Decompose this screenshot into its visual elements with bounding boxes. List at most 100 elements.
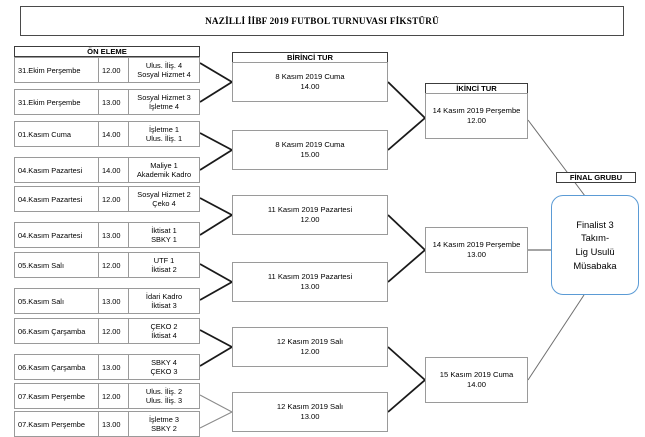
first-round-match-box[interactable]: 11 Kasım 2019 Pazartesi 13.00: [232, 262, 388, 302]
match-date: 14 Kasım 2019 Perşembe: [432, 239, 521, 249]
final-group-box[interactable]: Finalist 3 Takım- Lig Usulü Müsabaka: [551, 195, 639, 295]
match-time: 13.00: [300, 282, 320, 291]
preliminary-team-2: SBKY 2: [151, 424, 177, 433]
match-time: 12.00: [300, 215, 320, 224]
preliminary-time: 14.00: [99, 122, 129, 146]
preliminary-team-1: Ulus. İliş. 4: [145, 60, 183, 70]
preliminary-team-1: ÇEKO 2: [150, 321, 178, 331]
first-round-match-box[interactable]: 12 Kasım 2019 Salı 13.00: [232, 392, 388, 432]
preliminary-team-2: İktisat 2: [151, 265, 177, 274]
preliminary-date: 01.Kasım Cuma: [15, 122, 99, 146]
preliminary-row[interactable]: 01.Kasım Cuma 14.00 İşletme 1 Ulus. İliş…: [14, 121, 200, 147]
first-round-match-box[interactable]: 8 Kasım 2019 Cuma 14.00: [232, 62, 388, 102]
final-line-2: Takım-: [580, 232, 610, 244]
preliminary-teams: İşletme 1 Ulus. İliş. 1: [129, 122, 199, 146]
preliminary-team-1: İşletme 1: [149, 124, 179, 134]
preliminary-row[interactable]: 05.Kasım Salı 12.00 UTF 1 İktisat 2: [14, 252, 200, 278]
preliminary-row[interactable]: 07.Kasım Perşembe 12.00 Ulus. İliş. 2 Ul…: [14, 383, 200, 409]
preliminary-date: 06.Kasım Çarşamba: [15, 355, 99, 379]
page-title-text: NAZİLLİ İİBF 2019 FUTBOL TURNUVASI FİKST…: [205, 16, 439, 26]
preliminary-date: 07.Kasım Perşembe: [15, 412, 99, 436]
preliminary-team-1: İşletme 3: [149, 414, 179, 424]
preliminary-teams: Sosyal Hizmet 2 Çeko 4: [129, 187, 199, 211]
match-date: 14 Kasım 2019 Perşembe: [432, 105, 521, 115]
preliminary-team-1: Maliye 1: [150, 160, 178, 170]
column-header-preliminary-label: ÖN ELEME: [87, 47, 127, 56]
preliminary-time: 12.00: [99, 319, 129, 343]
match-date: 12 Kasım 2019 Salı: [276, 401, 344, 411]
preliminary-team-1: İktisat 1: [151, 225, 177, 235]
page-title: NAZİLLİ İİBF 2019 FUTBOL TURNUVASI FİKST…: [20, 6, 624, 36]
preliminary-row[interactable]: 04.Kasım Pazartesi 14.00 Maliye 1 Akadem…: [14, 157, 200, 183]
preliminary-teams: İşletme 3 SBKY 2: [129, 412, 199, 436]
preliminary-team-2: Akademik Kadro: [136, 170, 192, 179]
preliminary-team-2: İktisat 3: [151, 301, 177, 310]
preliminary-row[interactable]: 04.Kasım Pazartesi 12.00 Sosyal Hizmet 2…: [14, 186, 200, 212]
preliminary-teams: İktisat 1 SBKY 1: [129, 223, 199, 247]
preliminary-team-2: Çeko 4: [152, 199, 176, 208]
preliminary-teams: UTF 1 İktisat 2: [129, 253, 199, 277]
column-header-final-group: FİNAL GRUBU: [556, 172, 636, 183]
preliminary-teams: Sosyal Hizmet 3 İşletme 4: [129, 90, 199, 114]
column-header-second-round-label: İKİNCİ TUR: [456, 84, 497, 93]
second-round-match-box[interactable]: 14 Kasım 2019 Perşembe 13.00: [425, 227, 528, 273]
final-line-4: Müsabaka: [573, 259, 617, 271]
second-round-match-box[interactable]: 15 Kasım 2019 Cuma 14.00: [425, 357, 528, 403]
match-time: 12.00: [466, 116, 486, 125]
preliminary-team-1: İdari Kadro: [145, 291, 183, 301]
first-round-match-box[interactable]: 12 Kasım 2019 Salı 12.00: [232, 327, 388, 367]
preliminary-team-2: ÇEKO 3: [150, 367, 178, 376]
first-round-match-box[interactable]: 11 Kasım 2019 Pazartesi 12.00: [232, 195, 388, 235]
preliminary-row[interactable]: 07.Kasım Perşembe 13.00 İşletme 3 SBKY 2: [14, 411, 200, 437]
preliminary-teams: İdari Kadro İktisat 3: [129, 289, 199, 313]
preliminary-team-1: SBKY 4: [151, 357, 177, 367]
preliminary-date: 04.Kasım Pazartesi: [15, 223, 99, 247]
preliminary-team-1: Ulus. İliş. 2: [145, 386, 183, 396]
match-date: 12 Kasım 2019 Salı: [276, 336, 344, 346]
match-time: 15.00: [300, 150, 320, 159]
preliminary-team-2: SBKY 1: [151, 235, 177, 244]
preliminary-date: 05.Kasım Salı: [15, 289, 99, 313]
preliminary-teams: Ulus. İliş. 4 Sosyal Hizmet 4: [129, 58, 199, 82]
match-time: 13.00: [300, 412, 320, 421]
preliminary-team-1: UTF 1: [153, 255, 175, 265]
column-header-preliminary: ÖN ELEME: [14, 46, 200, 57]
preliminary-row[interactable]: 06.Kasım Çarşamba 13.00 SBKY 4 ÇEKO 3: [14, 354, 200, 380]
preliminary-time: 13.00: [99, 289, 129, 313]
first-round-match-box[interactable]: 8 Kasım 2019 Cuma 15.00: [232, 130, 388, 170]
match-time: 12.00: [300, 347, 320, 356]
preliminary-team-1: Sosyal Hizmet 2: [137, 189, 191, 199]
preliminary-time: 13.00: [99, 223, 129, 247]
preliminary-time: 12.00: [99, 187, 129, 211]
preliminary-team-2: İşletme 4: [149, 102, 179, 111]
preliminary-date: 31.Ekim Perşembe: [15, 58, 99, 82]
final-line-3: Lig Usulü: [575, 246, 615, 257]
preliminary-date: 07.Kasım Perşembe: [15, 384, 99, 408]
preliminary-time: 14.00: [99, 158, 129, 182]
match-time: 13.00: [466, 250, 486, 259]
column-header-first-round-label: BİRİNCİ TUR: [287, 53, 333, 62]
preliminary-date: 04.Kasım Pazartesi: [15, 158, 99, 182]
preliminary-team-2: Sosyal Hizmet 4: [137, 70, 191, 79]
preliminary-date: 06.Kasım Çarşamba: [15, 319, 99, 343]
preliminary-row[interactable]: 04.Kasım Pazartesi 13.00 İktisat 1 SBKY …: [14, 222, 200, 248]
preliminary-row[interactable]: 06.Kasım Çarşamba 12.00 ÇEKO 2 İktisat 4: [14, 318, 200, 344]
match-date: 15 Kasım 2019 Cuma: [439, 369, 514, 379]
preliminary-teams: Maliye 1 Akademik Kadro: [129, 158, 199, 182]
preliminary-teams: Ulus. İliş. 2 Ulus. İliş. 3: [129, 384, 199, 408]
preliminary-row[interactable]: 31.Ekim Perşembe 12.00 Ulus. İliş. 4 Sos…: [14, 57, 200, 83]
preliminary-row[interactable]: 05.Kasım Salı 13.00 İdari Kadro İktisat …: [14, 288, 200, 314]
preliminary-date: 05.Kasım Salı: [15, 253, 99, 277]
second-round-match-box[interactable]: 14 Kasım 2019 Perşembe 12.00: [425, 93, 528, 139]
preliminary-date: 31.Ekim Perşembe: [15, 90, 99, 114]
preliminary-time: 12.00: [99, 253, 129, 277]
preliminary-row[interactable]: 31.Ekim Perşembe 13.00 Sosyal Hizmet 3 İ…: [14, 89, 200, 115]
preliminary-teams: ÇEKO 2 İktisat 4: [129, 319, 199, 343]
column-header-final-group-label: FİNAL GRUBU: [569, 173, 623, 182]
match-date: 8 Kasım 2019 Cuma: [275, 71, 345, 81]
preliminary-teams: SBKY 4 ÇEKO 3: [129, 355, 199, 379]
match-time: 14.00: [300, 82, 320, 91]
preliminary-time: 12.00: [99, 384, 129, 408]
match-time: 14.00: [466, 380, 486, 389]
